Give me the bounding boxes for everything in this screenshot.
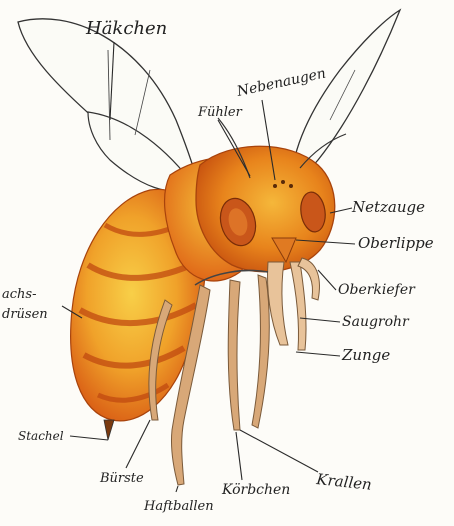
mouthparts (268, 258, 320, 350)
label-haftballen: Haftballen (143, 499, 214, 514)
label-netzauge: Netzauge (351, 198, 425, 216)
label-oberlippe: Oberlippe (358, 234, 434, 252)
label-oberkiefer: Oberkiefer (338, 282, 416, 298)
ocelli (273, 184, 277, 188)
label-fuehler: Fühler (197, 105, 243, 120)
label-zunge: Zunge (341, 346, 390, 364)
label-nebenaugen: Nebenaugen (235, 65, 328, 100)
right-wing (292, 10, 400, 180)
label-krallen: Krallen (315, 470, 373, 494)
head (196, 146, 335, 272)
label-haekchen: Häkchen (85, 18, 167, 39)
label-stachel: Stachel (18, 429, 64, 443)
label-buerste: Bürste (99, 471, 144, 486)
label-wachsdruesen-line2: drüsen (2, 307, 48, 322)
label-saugrohr: Saugrohr (342, 314, 410, 330)
label-wachsdruesen-line1: achs- (2, 287, 36, 302)
label-koerbchen: Körbchen (221, 482, 290, 498)
